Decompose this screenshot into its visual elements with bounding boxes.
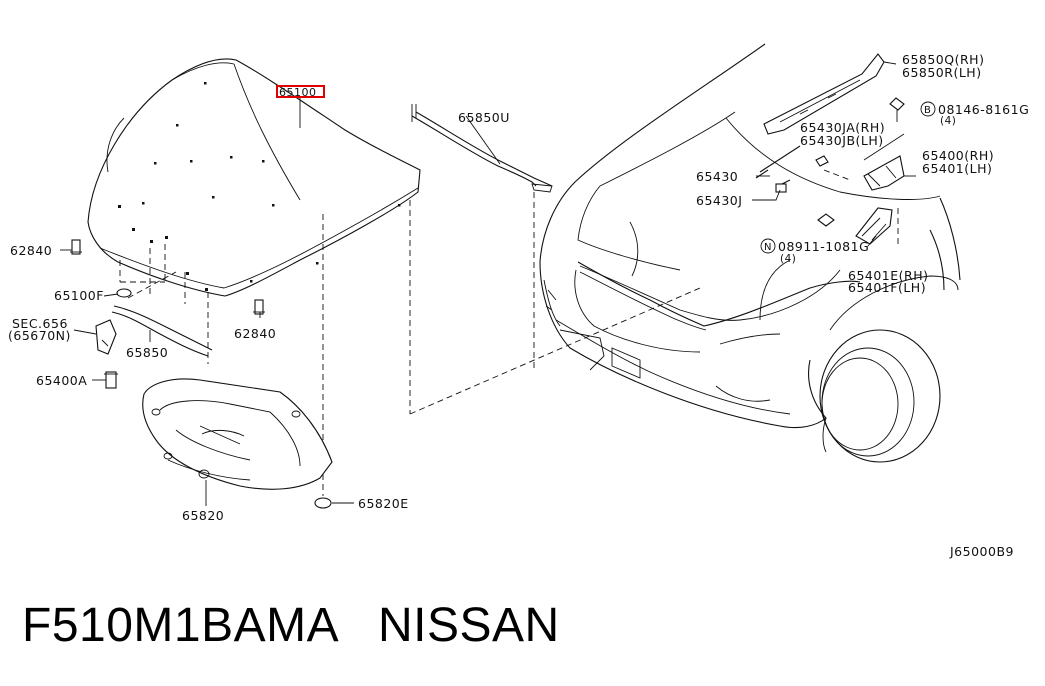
hood-stay xyxy=(763,53,885,135)
hood-holes xyxy=(118,82,401,291)
part-labels: 65100 65850U 65850Q(RH) 65850R(LH) B 081… xyxy=(8,52,1029,559)
hood-seal xyxy=(411,104,553,193)
footer-part-code: F510M1BAMA xyxy=(22,599,337,652)
label-grommet[interactable]: 65100F xyxy=(54,288,104,303)
hood-part-highlight xyxy=(276,85,325,98)
label-nut-n[interactable]: 08911-1081G xyxy=(778,239,869,254)
label-clip[interactable]: 65820E xyxy=(358,496,409,511)
bumper-left xyxy=(70,239,82,255)
label-bumper-left[interactable]: 62840 xyxy=(10,243,52,258)
seal-dash-lines xyxy=(409,192,701,415)
release-cable xyxy=(111,305,213,357)
label-stay-lh[interactable]: 65850R(LH) xyxy=(902,65,982,80)
label-rod-rh[interactable]: 65430JA(RH) xyxy=(800,120,885,135)
label-stay-rh[interactable]: 65850Q(RH) xyxy=(902,52,984,67)
label-hinge-e-rh[interactable]: 65401E(RH) xyxy=(848,268,929,283)
hood-panel xyxy=(87,58,421,297)
bumper-right xyxy=(253,299,265,315)
footer-caption: F510M1BAMA NISSAN xyxy=(22,598,560,653)
label-hood-seal[interactable]: 65850U xyxy=(458,110,510,125)
bolt-65400a xyxy=(104,371,118,389)
label-bumper-right[interactable]: 62840 xyxy=(234,326,276,341)
hood-dash-lines xyxy=(119,200,411,496)
label-hinge-f-lh[interactable]: 65401F(LH) xyxy=(848,280,926,295)
label-hinge-lh[interactable]: 65401(LH) xyxy=(922,161,992,176)
diagram-code: J65000B9 xyxy=(949,544,1014,559)
clip-65820e xyxy=(314,497,332,509)
label-hood[interactable]: 65100 xyxy=(279,86,317,99)
engine-under-cover xyxy=(142,378,333,490)
label-sec-ref-sub[interactable]: (65670N) xyxy=(8,328,71,343)
bolt-b-symbol: B xyxy=(920,101,936,117)
label-bolt-b-qty: (4) xyxy=(940,115,956,127)
label-hinge-rh[interactable]: 65400(RH) xyxy=(922,148,994,163)
car-front xyxy=(539,43,961,463)
label-nut-n-qty: (4) xyxy=(780,253,796,265)
label-bolt-b[interactable]: 08146-8161G xyxy=(938,102,1029,117)
label-rod-clip[interactable]: 65430J xyxy=(696,193,742,208)
label-rod[interactable]: 65430 xyxy=(696,169,738,184)
label-bolt-a[interactable]: 65400A xyxy=(36,373,87,388)
hood-latch xyxy=(95,319,117,355)
symbol-n: N xyxy=(764,242,772,253)
leader-lines xyxy=(60,61,916,506)
grommet xyxy=(116,288,132,298)
footer-brand: NISSAN xyxy=(377,599,560,652)
label-sec-ref[interactable]: SEC.656 xyxy=(12,316,68,331)
hood-dash-links xyxy=(120,271,177,299)
label-rod-lh[interactable]: 65430JB(LH) xyxy=(800,133,884,148)
hinge-parts xyxy=(755,97,905,246)
symbol-b: B xyxy=(924,105,931,116)
label-insulator[interactable]: 65820 xyxy=(182,508,224,523)
nut-n-symbol: N xyxy=(760,238,776,254)
label-cable[interactable]: 65850 xyxy=(126,345,168,360)
